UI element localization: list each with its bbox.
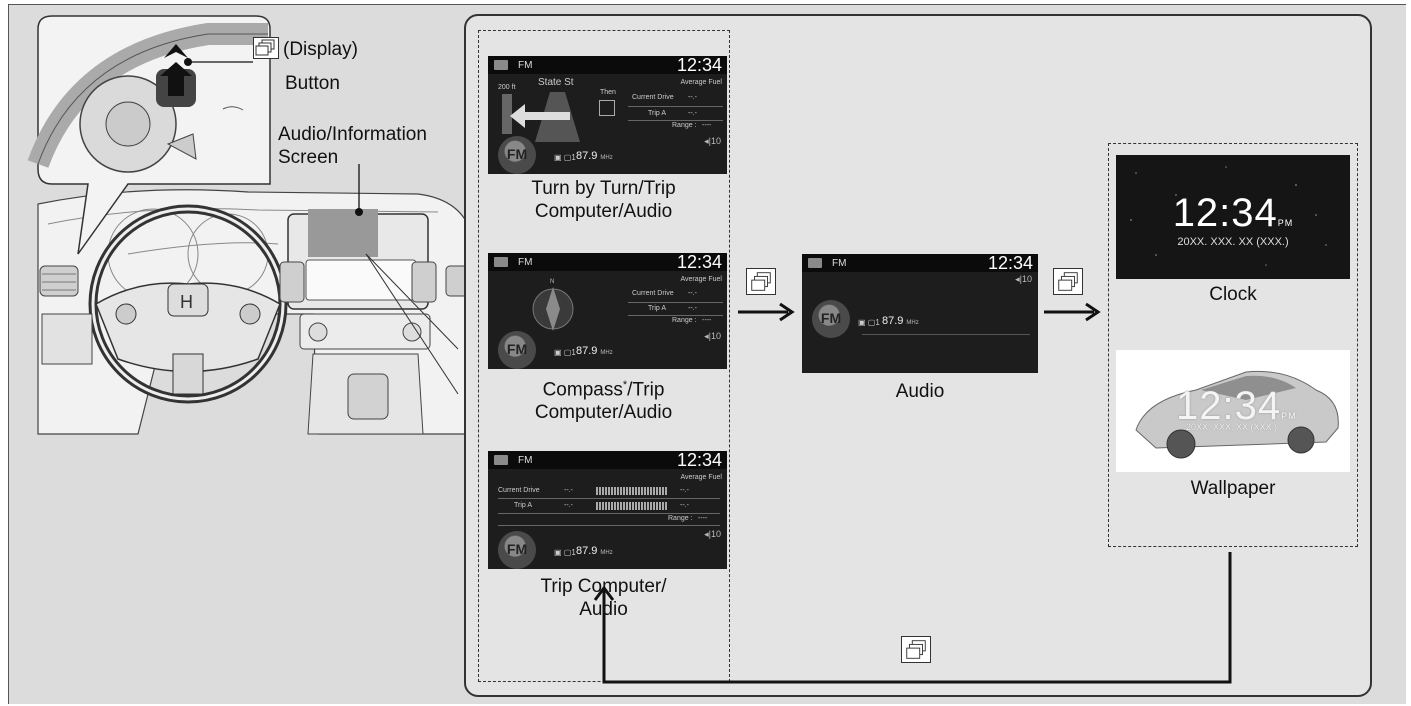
- source-icon: [494, 257, 508, 267]
- preset-label: ▣ ▢1: [858, 318, 880, 327]
- band-label: FM: [518, 455, 533, 466]
- display-button-label: (Display): [253, 37, 358, 61]
- time-label: 12:34: [676, 253, 722, 272]
- volume-label: ◂|10: [1015, 274, 1032, 284]
- preset-label: ▣ ▢1: [554, 153, 576, 162]
- trip-a-value: --.-: [564, 502, 573, 509]
- range-label: Range :: [672, 122, 697, 129]
- source-icon: [494, 455, 508, 465]
- starfield-background: [1130, 166, 1327, 266]
- next-turn-icon: [599, 100, 615, 116]
- caption-audio: Audio: [895, 381, 945, 402]
- clock-time: 12:34PM: [1172, 191, 1294, 235]
- wallpaper-date: 20XX. XXX. XX (XXX.): [1186, 422, 1278, 432]
- fuel-value-1: --.-: [680, 487, 689, 494]
- arrow-up-icon: [593, 585, 615, 601]
- display-button-icon: [746, 268, 776, 295]
- turn-arrow-icon: [502, 92, 580, 142]
- fm-disc-icon: FM: [498, 531, 536, 569]
- current-drive-value: --.-: [688, 290, 697, 297]
- street-label: State St: [538, 77, 574, 88]
- current-drive-label: Current Drive: [632, 290, 674, 297]
- trip-a-label: Trip A: [514, 502, 533, 509]
- volume-label: ◂|10: [704, 136, 721, 146]
- then-label: Then: [600, 89, 616, 96]
- time-label: 12:34: [676, 56, 722, 75]
- caption-wallpaper: Wallpaper: [1190, 478, 1276, 499]
- average-fuel-label: Average Fuel: [680, 276, 722, 283]
- trip-a-label: Trip A: [648, 305, 667, 312]
- audio-information-label: Audio/Information: [278, 124, 427, 145]
- current-drive-label: Current Drive: [498, 487, 540, 494]
- display-button-icon: [1053, 268, 1083, 295]
- compass-icon: N: [532, 279, 574, 331]
- range-value: ----: [702, 122, 712, 129]
- svg-text:H: H: [180, 292, 193, 312]
- compass-n: N: [550, 279, 554, 285]
- range-label: Range :: [668, 515, 693, 522]
- arrow-right-icon: [1044, 302, 1101, 322]
- band-label: FM: [518, 60, 533, 71]
- average-fuel-label: Average Fuel: [680, 474, 722, 481]
- display-button-icon: [253, 37, 279, 59]
- current-drive-value: --.-: [688, 94, 697, 101]
- clock-screen: 12:34PM 20XX. XXX. XX (XXX.): [1116, 155, 1350, 279]
- clock-wallpaper-group: [1108, 143, 1358, 547]
- turn-by-turn-screen: FM 12:34 200 ft State St Then Average Fue…: [488, 56, 727, 174]
- current-drive-label: Current Drive: [632, 94, 674, 101]
- arrow-right-icon: [738, 302, 795, 322]
- fm-disc-icon: FM: [812, 300, 850, 338]
- caption-compass: Compass*/Trip Computer/Audio: [534, 379, 673, 424]
- screen-word-label: Screen: [278, 147, 339, 168]
- fuel-bar-1: [596, 487, 668, 495]
- average-fuel-label: Average Fuel: [680, 79, 722, 86]
- time-label: 12:34: [676, 451, 722, 470]
- trip-a-value: --.-: [688, 305, 697, 312]
- clock-date: 20XX. XXX. XX (XXX.): [1177, 236, 1289, 248]
- current-drive-value: --.-: [564, 487, 573, 494]
- volume-label: ◂|10: [704, 529, 721, 539]
- wallpaper-screen: 12:34PM 20XX. XXX. XX (XXX.): [1116, 350, 1350, 472]
- distance-label: 200 ft: [498, 84, 516, 91]
- dashboard-illustration: H: [27, 15, 471, 435]
- display-button-icon: [901, 636, 931, 663]
- source-icon: [494, 60, 508, 70]
- car-wallpaper-image: [1135, 370, 1339, 459]
- fm-disc-icon: FM: [498, 331, 536, 369]
- time-label: 12:34: [987, 254, 1033, 273]
- range-label: Range :: [672, 317, 697, 324]
- fuel-bar-2: [596, 502, 668, 510]
- volume-label: ◂|10: [704, 331, 721, 341]
- display-word: (Display): [283, 39, 358, 60]
- fm-disc-icon: FM: [498, 136, 536, 174]
- fuel-value-2: --.-: [680, 502, 689, 509]
- button-word-label: Button: [285, 73, 340, 94]
- source-icon: [808, 258, 822, 268]
- band-label: FM: [832, 258, 847, 269]
- wallpaper-time: 12:34PM: [1176, 384, 1297, 428]
- range-value: ----: [698, 515, 708, 522]
- compass-screen: FM 12:34 N Average Fuel Current Drive --.…: [488, 253, 727, 369]
- return-arrow: [593, 552, 1232, 684]
- trip-a-label: Trip A: [648, 110, 667, 117]
- preset-label: ▣ ▢1: [554, 348, 576, 357]
- caption-clock: Clock: [1209, 284, 1257, 305]
- trip-a-value: --.-: [688, 110, 697, 117]
- audio-info-screen-marker: [308, 209, 378, 257]
- preset-label: ▣ ▢1: [554, 548, 576, 557]
- band-label: FM: [518, 257, 533, 268]
- range-value: ----: [702, 317, 712, 324]
